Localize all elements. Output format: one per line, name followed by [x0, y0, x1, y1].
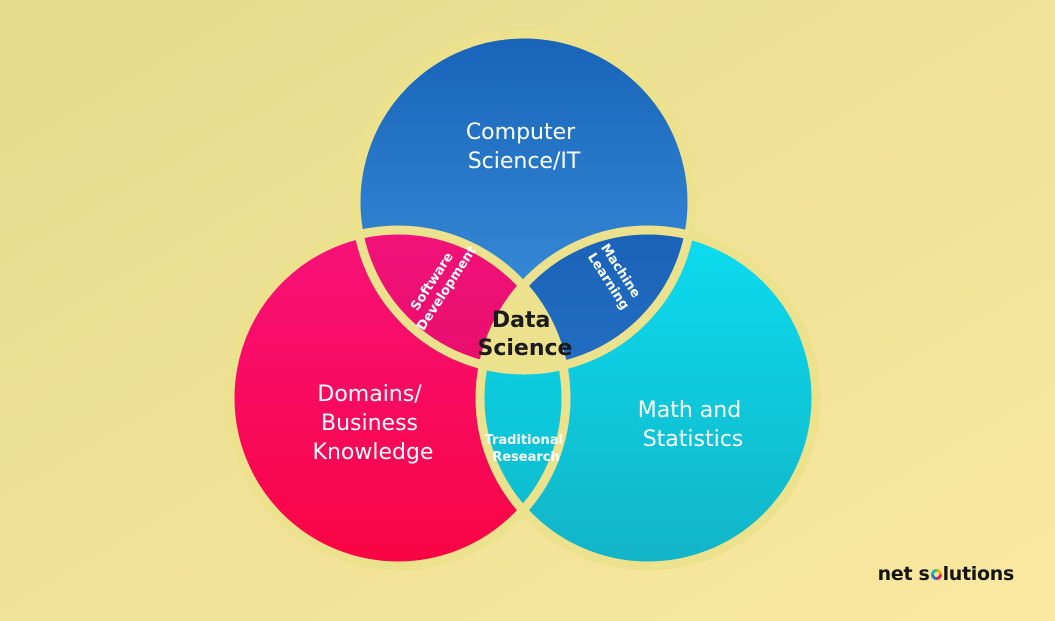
overlap-software-development-region [356, 230, 566, 370]
net-solutions-logo: net s lutions [877, 563, 1015, 585]
logo-text-start: net s [877, 563, 930, 585]
logo-ring-icon [930, 569, 942, 580]
label-traditional-research: Traditional Research [484, 433, 567, 465]
logo-text-end: lutions [942, 563, 1015, 585]
label-data-science: Data Science [478, 308, 573, 361]
label-math-statistics: Math and Statistics [638, 398, 748, 452]
overlap-machine-learning-region [480, 230, 692, 370]
circle-outlines [225, 29, 821, 571]
label-computer-science: Computer Science/IT [466, 120, 582, 174]
label-domains-business: Domains/ Business Knowledge [313, 382, 434, 465]
